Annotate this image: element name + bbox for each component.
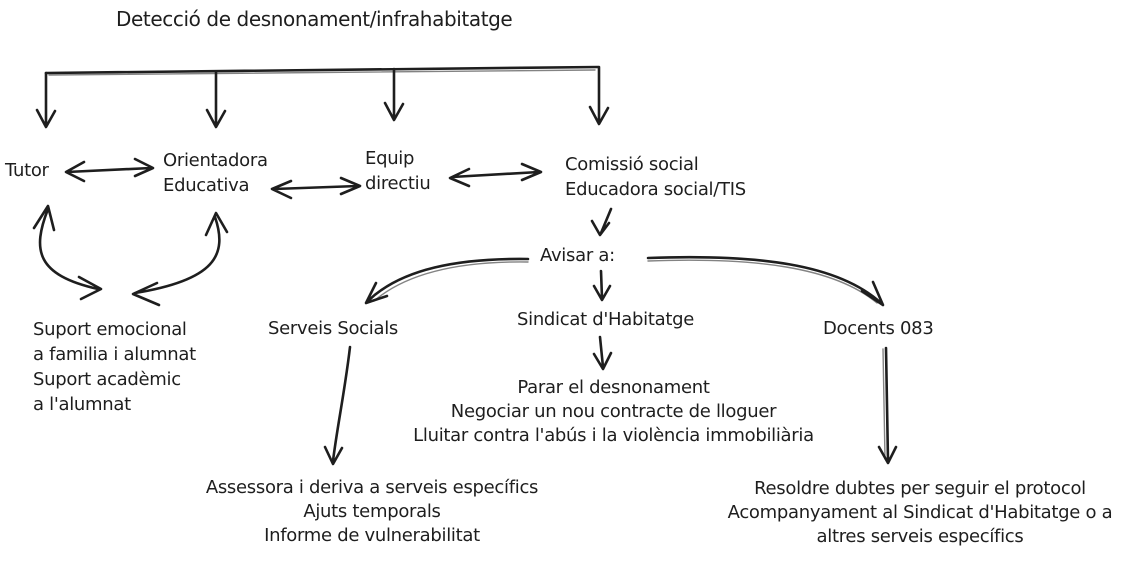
note-serveis-actions-line1: Assessora i deriva a serveis específics <box>205 477 539 498</box>
arrow-comissio-avisar <box>590 207 613 237</box>
node-avisar-label: Avisar a: <box>540 245 615 266</box>
node-tutor: Tutor <box>5 158 49 183</box>
node-serveis-socials: Serveis Socials <box>268 316 398 341</box>
arrow-orientadora-equip <box>270 176 362 200</box>
node-orientadora-line2: Educativa <box>163 175 250 196</box>
note-sindicat-actions: Parar el desnonament Negociar un nou con… <box>386 376 841 448</box>
node-docents-label: Docents 083 <box>823 318 934 339</box>
node-comissio-line2: Educadora social/TIS <box>565 179 746 200</box>
note-suport-line3: Suport acadèmic <box>33 369 181 390</box>
note-sindicat-actions-line2: Negociar un nou contracte de lloguer <box>450 401 777 422</box>
arrow-to-equip <box>383 67 405 122</box>
arrow-avisar-docents <box>646 255 885 307</box>
arrow-avisar-docents-overdraw <box>647 259 878 304</box>
node-equip-line2: directiu <box>365 173 431 194</box>
node-avisar-a: Avisar a: <box>540 243 615 268</box>
arrow-serveis-assessora <box>323 345 352 466</box>
node-sindicat-label: Sindicat d'Habitatge <box>517 309 694 330</box>
arrow-orientadora-suport <box>131 211 229 307</box>
arrow-to-comissio <box>588 66 610 126</box>
node-comissio-line1: Comissió social <box>565 154 699 175</box>
arrow-avisar-serveis-overdraw <box>373 261 529 302</box>
node-equip-line1: Equip <box>365 148 415 169</box>
note-sindicat-actions-line1: Parar el desnonament <box>517 377 710 398</box>
arrow-sindicat-parar <box>592 335 613 371</box>
note-docents-actions-line3: altres serveis específics <box>816 526 1024 547</box>
note-docents-actions-line2: Acompanyament al Sindicat d'Habitatge o … <box>727 502 1113 523</box>
arrow-avisar-serveis <box>364 257 530 305</box>
node-comissio-social: Comissió social Educadora social/TIS <box>565 152 746 202</box>
top-distribution-line-overdraw <box>48 69 596 76</box>
arrow-docents-resoldre-overdraw <box>882 348 886 460</box>
arrow-avisar-sindicat <box>592 269 612 302</box>
arrow-to-tutor <box>35 71 57 129</box>
note-serveis-actions-line2: Ajuts temporals <box>303 501 441 522</box>
node-tutor-label: Tutor <box>5 160 49 181</box>
node-serveis-label: Serveis Socials <box>268 318 398 339</box>
note-suport-line1: Suport emocional <box>33 319 187 340</box>
arrow-equip-comissio <box>448 162 543 188</box>
top-distribution-line <box>44 65 601 75</box>
note-suport-emocional: Suport emocional a familia i alumnat Sup… <box>33 317 196 417</box>
note-serveis-actions-line3: Informe de vulnerabilitat <box>264 525 480 546</box>
diagram-title: Detecció de desnonament/infrahabitatge <box>116 7 513 31</box>
note-serveis-actions: Assessora i deriva a serveis específics … <box>178 476 566 548</box>
arrow-docents-resoldre <box>877 346 898 465</box>
arrow-tutor-suport <box>32 204 103 301</box>
note-sindicat-actions-line3: Lluitar contra l'abús i la violència imm… <box>413 425 814 446</box>
node-sindicat-habitatge: Sindicat d'Habitatge <box>517 307 694 332</box>
node-orientadora-educativa: Orientadora Educativa <box>163 148 268 198</box>
arrow-tutor-orientadora <box>64 157 155 183</box>
node-docents-083: Docents 083 <box>823 316 934 341</box>
arrow-to-orientadora <box>205 70 227 129</box>
note-suport-line4: a l'alumnat <box>33 394 131 415</box>
node-orientadora-line1: Orientadora <box>163 150 268 171</box>
note-suport-line2: a familia i alumnat <box>33 344 196 365</box>
note-docents-actions-line1: Resoldre dubtes per seguir el protocol <box>754 478 1086 499</box>
note-docents-actions: Resoldre dubtes per seguir el protocol A… <box>700 477 1140 549</box>
node-equip-directiu: Equip directiu <box>365 146 431 196</box>
